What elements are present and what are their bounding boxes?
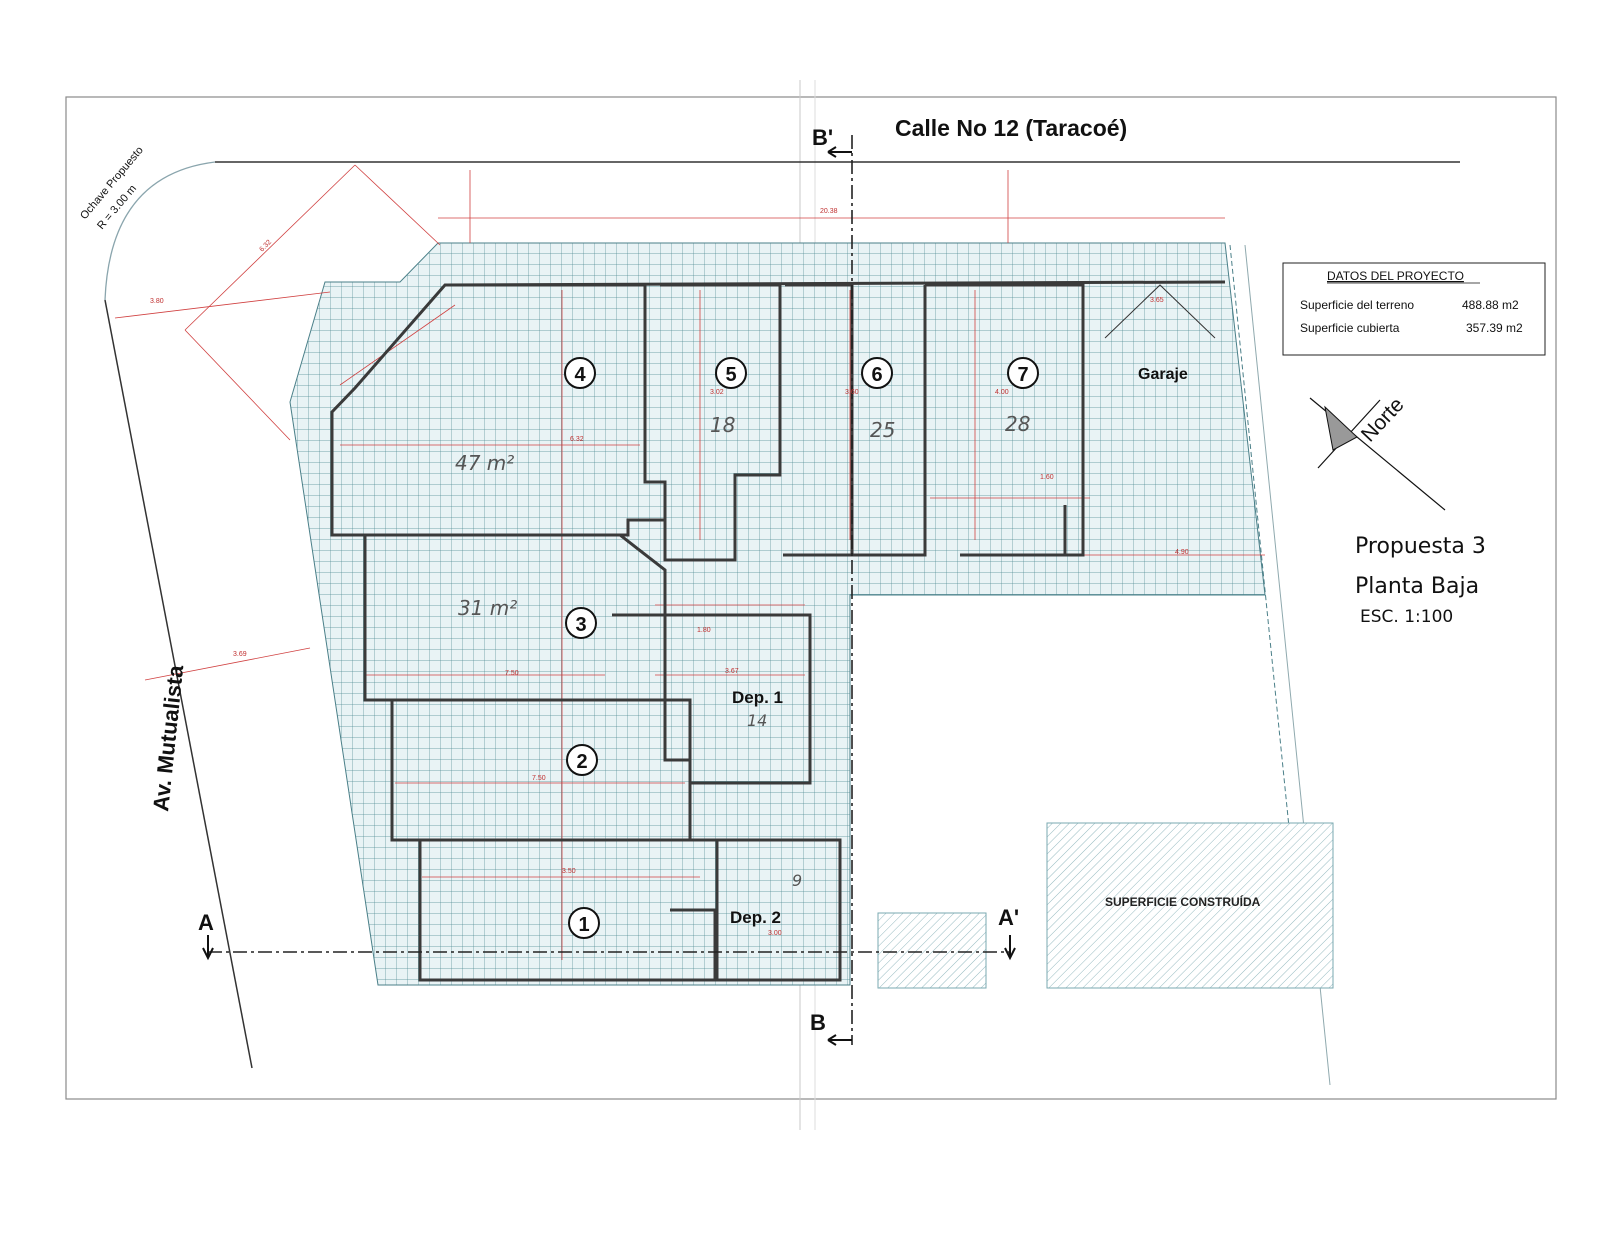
dim-right-strip: 4.90: [1175, 549, 1189, 556]
corner-arc: [104, 161, 216, 301]
dim-left-setback: 3.69: [233, 651, 247, 658]
section-mark-b-top: B': [812, 125, 833, 150]
north-arrow: Norte: [1309, 393, 1446, 511]
title-line-1: Propuesta 3: [1355, 534, 1486, 559]
unit-number-6: 6: [871, 364, 882, 386]
area-unit6: 25: [870, 418, 895, 442]
dim-unit5-width: 3.02: [710, 389, 724, 396]
area-unit7: 28: [1005, 412, 1030, 436]
project-data-box: [1282, 262, 1546, 356]
section-mark-a-left: A: [198, 910, 214, 935]
unit-number-4: 4: [574, 364, 586, 386]
dim-unit3-width: 7.50: [505, 670, 519, 677]
section-arrow-b-bottom: [827, 1034, 852, 1046]
dim-unit7-width: 4.00: [995, 389, 1009, 396]
street-line-left: [104, 299, 253, 1069]
dim-corner-a: 3.80: [150, 298, 164, 305]
area-dep2: 9: [792, 871, 802, 890]
project-data-title: DATOS DEL PROYECTO: [1327, 269, 1464, 283]
unit-number-5: 5: [725, 364, 736, 386]
area-dep1: 14: [747, 711, 767, 730]
garage-roof: [1104, 284, 1216, 339]
unit-number-3: 3: [575, 614, 586, 636]
dim-dep1-bath: 1.80: [697, 627, 711, 634]
walls: [330, 280, 1226, 982]
street-label-left: Av. Mutualista: [148, 663, 188, 812]
area-unit4: 47 m²: [455, 451, 514, 475]
project-data-row2-label: Superficie cubierta: [1300, 321, 1400, 335]
dim-top-total: 20.38: [820, 208, 838, 215]
section-arrow-a-left: [202, 935, 214, 961]
garage-label: Garaje: [1138, 366, 1188, 383]
project-data-row1-label: Superficie del terreno: [1300, 298, 1414, 312]
section-mark-b-bottom: B: [810, 1010, 826, 1035]
section-mark-a-right: A': [998, 905, 1019, 930]
unit-markers: 4 5 6 7 3 2 1: [564, 357, 1039, 939]
area-unit3: 31 m²: [458, 596, 517, 620]
dim-unit6-width: 3.60: [845, 389, 859, 396]
project-data-row2-value: 357.39 m2: [1466, 321, 1523, 335]
dim-dep2-width: 3.00: [768, 930, 782, 937]
built-surface-hatch: [1046, 822, 1334, 989]
unit-number-2: 2: [576, 751, 587, 773]
title-line-2: Planta Baja: [1355, 574, 1479, 599]
dimension-lines: [114, 164, 1265, 960]
built-surface-hatch-small: [877, 912, 987, 989]
dim-dep1-width: 3.67: [725, 668, 739, 675]
north-label: Norte: [1357, 393, 1409, 446]
handwritten-areas: 47 m² 31 m² 18 25 28 14 9: [455, 412, 1030, 890]
street-label-top: Calle No 12 (Taracoé): [895, 115, 1127, 141]
dim-unit4-width: 6.32: [570, 436, 584, 443]
dim-unit1-width: 3.50: [562, 868, 576, 875]
built-surface-label: SUPERFICIE CONSTRUÍDA: [1105, 894, 1261, 909]
title-scale: ESC. 1:100: [1360, 607, 1453, 627]
project-data-row1-value: 488.88 m2: [1462, 298, 1519, 312]
sheet-frame: [65, 96, 1557, 1100]
dim-unit7-bath: 1.60: [1040, 474, 1054, 481]
section-arrow-a-right: [1004, 935, 1016, 961]
dim-unit2-width: 7.50: [532, 775, 546, 782]
dim-garage-width: 3.65: [1150, 297, 1164, 304]
dep1-label: Dep. 1: [732, 688, 783, 707]
unit-number-1: 1: [578, 914, 589, 936]
unit-number-7: 7: [1017, 364, 1028, 386]
dep2-label: Dep. 2: [730, 908, 781, 927]
section-arrow-b-top: [827, 146, 852, 158]
area-unit5: 18: [710, 413, 735, 437]
